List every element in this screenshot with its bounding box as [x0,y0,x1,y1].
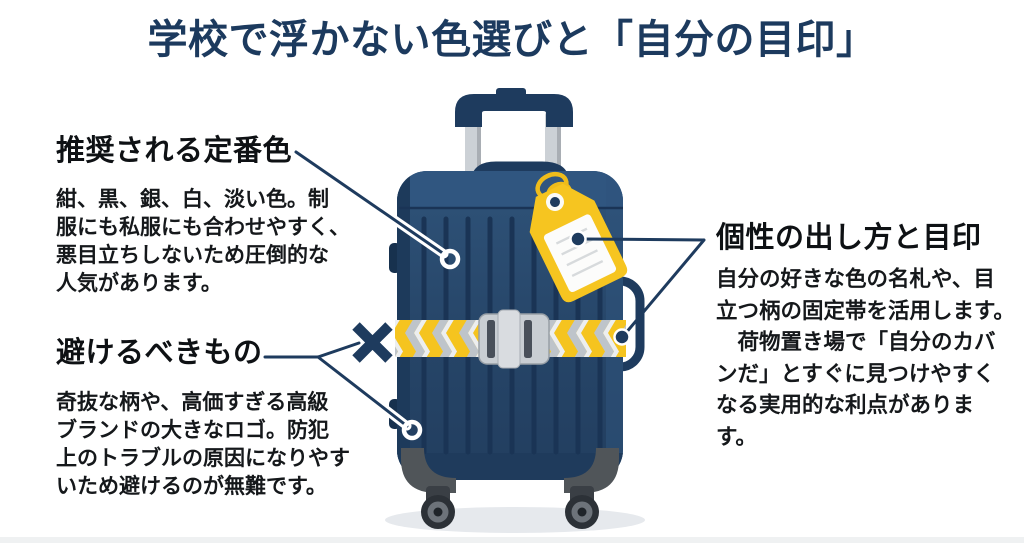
x-mark-icon [352,322,393,363]
callout-lines [263,147,706,441]
luggage-belt [395,309,626,369]
callout-ring-shell [439,248,461,270]
spinner-wheels [401,448,619,529]
belt-buckle [478,309,550,369]
body-individuality-marker: 自分の好きな色の名札や、目 立つ柄の固定帯を活用します。 荷物置き場で「自分のカ… [716,267,1015,449]
callout-line-avoid [263,341,409,428]
callout-line-individuality [582,237,706,336]
heading-things-to-avoid: 避けるべきもの [56,337,263,369]
callout-dot-belt [613,328,631,346]
bottom-edge-strip [0,537,1024,543]
callout-line-recommended [294,150,446,256]
callout-ring-bottom [401,419,423,441]
callout-dot-tag [569,230,587,248]
heading-recommended-colors: 推奨される定番色 [56,135,293,167]
page-title: 学校で浮かない色選びと「自分の目印」 [147,17,877,62]
body-things-to-avoid: 奇抜な柄や、高価すぎる高級 ブランドの大きなロゴ。防犯 上のトラブルの原因になり… [56,391,350,498]
body-recommended-colors: 紺、黒、銀、白、淡い色。制 服にも私服にも合わせやすく、 悪目立ちしないため圧倒… [56,188,350,295]
heading-individuality-marker: 個性の出し方と目印 [716,222,982,254]
